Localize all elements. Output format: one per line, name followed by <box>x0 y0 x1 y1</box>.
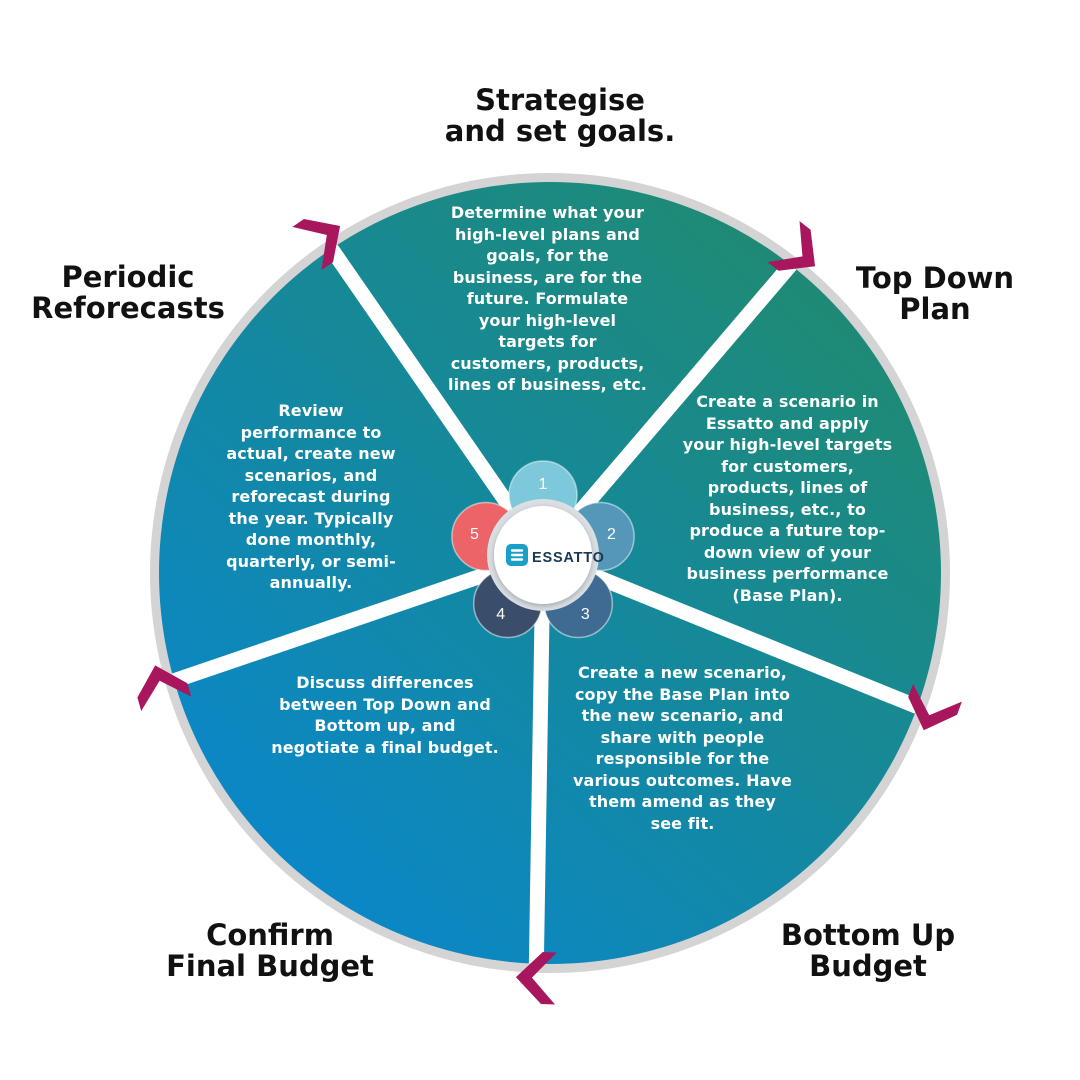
stage-number-2: 2 <box>607 526 616 543</box>
stage-number-1: 1 <box>539 476 548 493</box>
stage-description-bottom-up-budget: Create a new scenario, copy the Base Pla… <box>573 663 792 833</box>
logo-text: ESSATTO <box>532 550 605 566</box>
essatto-logo-icon <box>506 544 528 566</box>
stage-description-top-down-plan: Create a scenario in Essatto and apply y… <box>682 392 893 605</box>
divider-spoke-1 <box>325 244 550 560</box>
cycle-arrow-3 <box>908 683 962 731</box>
stage-description-periodic-reforecasts: Review performance to actual, create new… <box>226 401 396 592</box>
stage-description-strategise: Determine what your high-level plans and… <box>448 203 647 394</box>
stage-title-top-down-plan: Top Down Plan <box>855 261 1015 326</box>
cycle-arrow-1 <box>292 219 341 270</box>
stage-title-periodic-reforecasts: Periodic Reforecasts <box>31 260 225 325</box>
essatto-logo: ESSATTO <box>487 499 605 611</box>
divider-spoke-5 <box>171 547 546 688</box>
cycle-arrow-4 <box>515 952 557 1005</box>
stage-title-confirm-final-budget: Confirm Final Budget <box>166 918 374 983</box>
stage-number-5: 5 <box>470 526 479 543</box>
cycle-arrows <box>137 219 962 1005</box>
stage-title-strategise: Strategise and set goals. <box>444 83 676 148</box>
stage-number-3: 3 <box>581 606 590 623</box>
stage-description-confirm-final-budget: Discuss differences between Top Down and… <box>271 673 499 757</box>
cycle-arrow-5 <box>137 665 192 711</box>
stage-number-4: 4 <box>496 606 505 623</box>
divider-spoke-3 <box>540 548 921 714</box>
stage-title-bottom-up-budget: Bottom Up Budget <box>780 918 956 983</box>
divider-spoke-4 <box>528 554 551 964</box>
cycle-arrow-2 <box>767 221 816 271</box>
